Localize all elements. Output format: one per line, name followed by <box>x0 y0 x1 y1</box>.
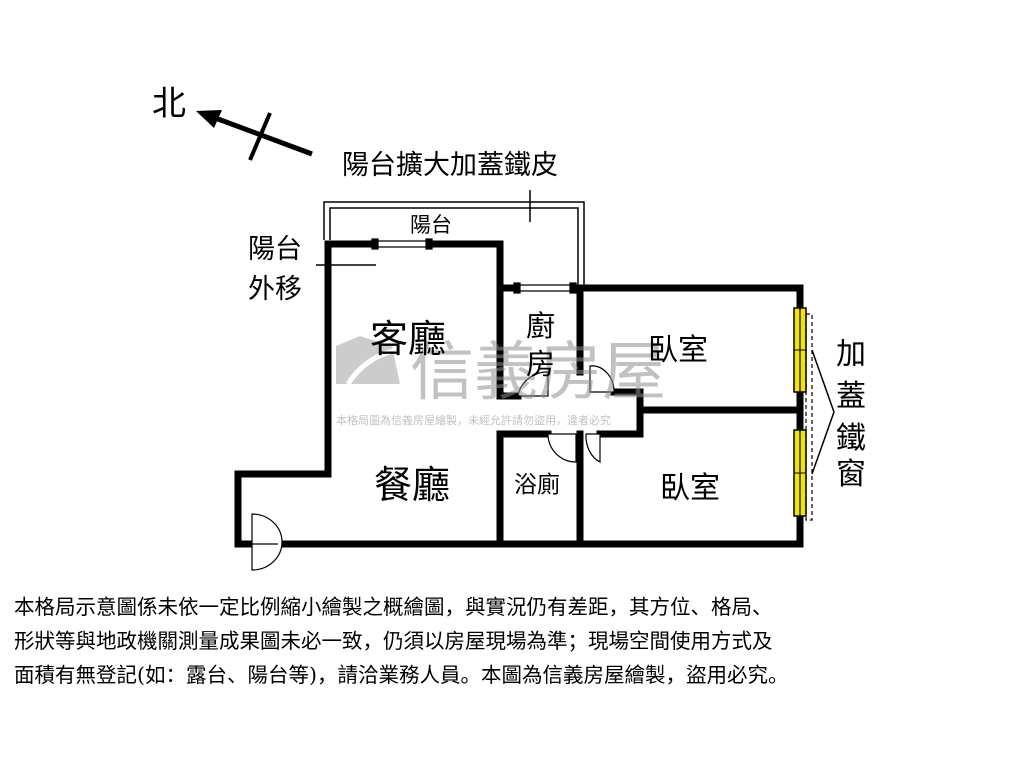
iron-window-label-line2: 蓋 <box>836 379 866 414</box>
door-bathroom <box>547 433 577 463</box>
disclaimer-line-1: 本格局示意圖係未依一定比例縮小繪製之概繪圖，與實況仍有差距，其方位、格局、 <box>14 595 773 619</box>
door-kitchen <box>517 371 549 397</box>
dining-room-label: 餐廳 <box>374 463 450 507</box>
compass-label: 北 <box>152 84 186 124</box>
iron-window-label-line1: 加 <box>836 337 866 372</box>
balcony-extension-outline <box>323 201 585 288</box>
balcony-moved-label-line1: 陽台 <box>248 234 302 265</box>
window-bedroom-bottom <box>793 429 807 517</box>
disclaimer-line-3: 面積有無登記(如：露台、陽台等)，請洽業務人員。本圖為信義房屋繪製，盜用必究。 <box>14 663 789 687</box>
kitchen-label-line2: 房 <box>526 347 555 381</box>
bathroom-label: 浴廁 <box>514 472 560 498</box>
balcony-extension-label: 陽台擴大加蓋鐵皮 <box>342 150 558 181</box>
bedroom-bottom-label: 臥室 <box>660 471 720 506</box>
door-bedroom-bottom <box>585 433 601 463</box>
iron-window-label-line4: 窗 <box>836 457 866 492</box>
sliding-door-kitchen <box>513 282 577 294</box>
balcony-moved-label-line2: 外移 <box>248 274 302 305</box>
sliding-door-balcony <box>370 238 434 250</box>
disclaimer: 本格局示意圖係未依一定比例縮小繪製之概繪圖，與實況仍有差距，其方位、格局、 形狀… <box>14 590 1014 692</box>
iron-window-label-line3: 鐵 <box>836 421 866 456</box>
door-entrance <box>238 513 283 571</box>
door-bedroom-top <box>589 365 615 393</box>
watermark-brand: 信義房屋 <box>410 336 666 410</box>
living-room-label: 客廳 <box>370 317 446 361</box>
iron-window-leader <box>811 349 835 475</box>
watermark-logo-icon <box>336 336 400 386</box>
window-bedroom-top <box>793 307 807 393</box>
watermark-notice: 本格局圖為信義房屋繪製，未經允許請勿盜用，違者必究 <box>336 413 611 427</box>
floor-plan: 北 陽台擴大加蓋鐵皮 陽台 陽台 外移 <box>152 84 866 571</box>
kitchen-label-line1: 廚 <box>526 309 555 343</box>
disclaimer-line-2: 形狀等與地政機關測量成果圖未必一致，仍須以房屋現場為準；現場空間使用方式及 <box>14 629 773 653</box>
iron-window-cage <box>805 313 813 521</box>
balcony-label: 陽台 <box>410 213 452 237</box>
bedroom-top-label: 臥室 <box>648 333 708 368</box>
north-arrow-icon <box>196 110 313 161</box>
